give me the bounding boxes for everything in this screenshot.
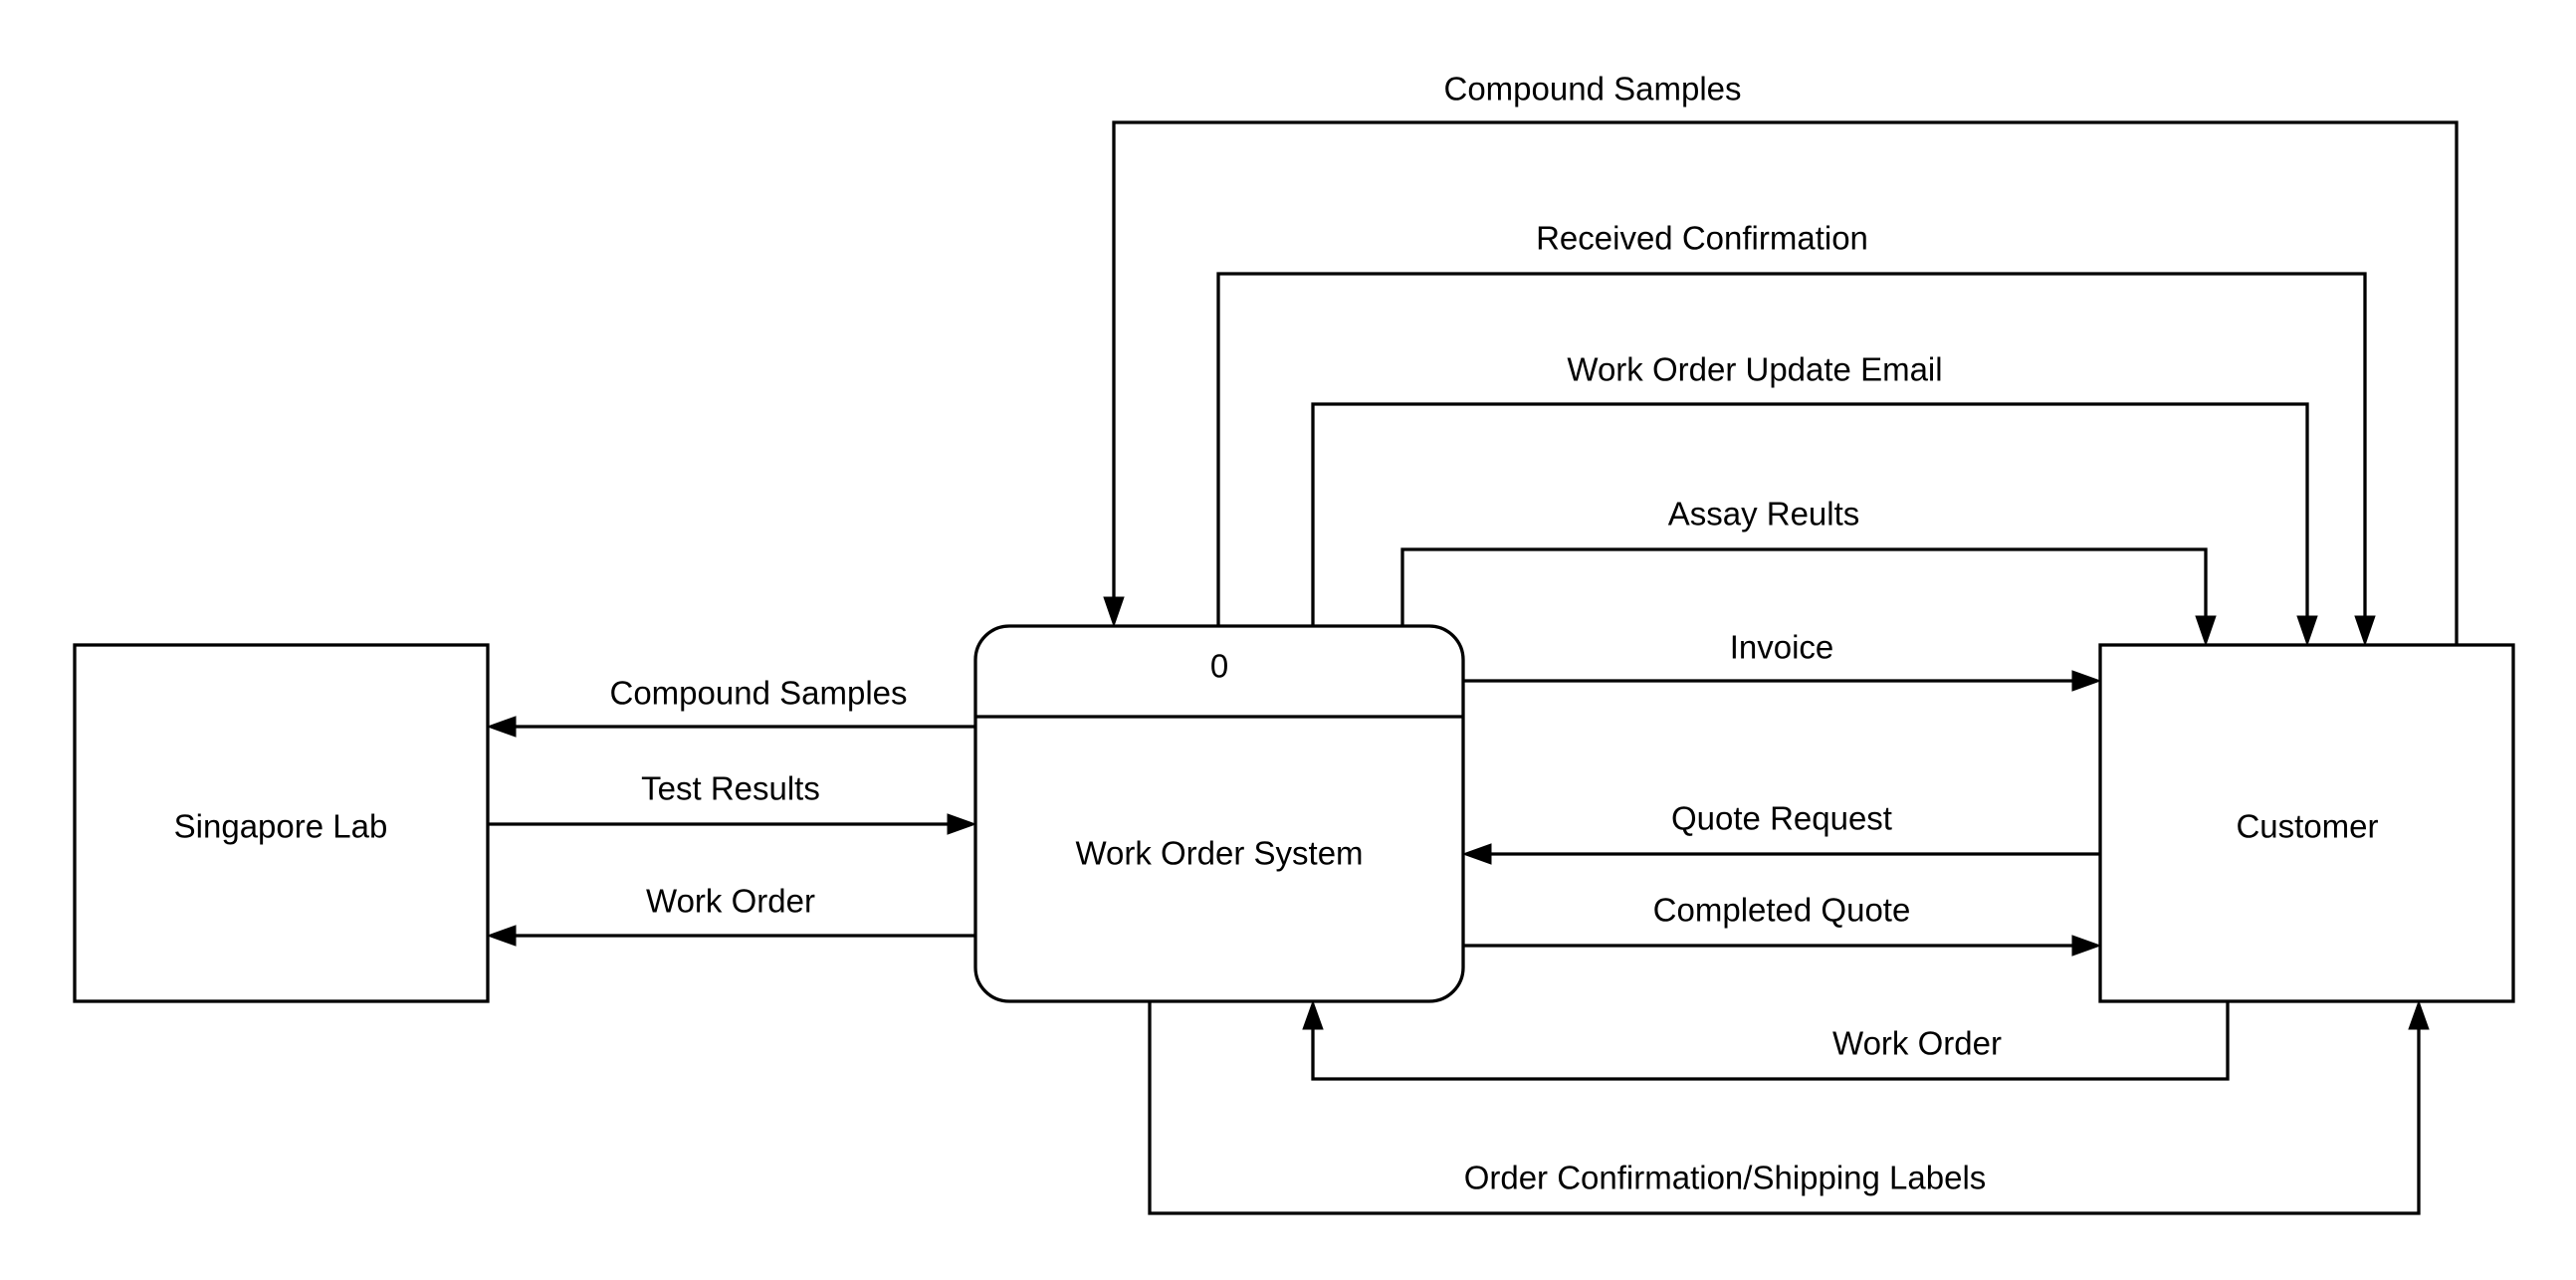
flow-quote-request: Quote Request [1461, 800, 2100, 865]
flow-line [1216, 272, 2367, 626]
customer-label: Customer [2236, 808, 2378, 845]
work-order-system-process: 0 Work Order System [973, 624, 1465, 1003]
flow-label: Quote Request [1671, 800, 1892, 837]
flow-label: Order Confirmation/Shipping Labels [1464, 1160, 1987, 1196]
flow-test-results: Test Results [488, 770, 977, 835]
process-number: 0 [1210, 648, 1228, 685]
flow-label: Test Results [641, 770, 820, 807]
arrowhead [947, 813, 977, 835]
flow-line [1311, 402, 2309, 626]
singapore-lab-entity: Singapore Lab [73, 643, 490, 1003]
arrowhead [1461, 843, 1492, 865]
customer-box [2098, 643, 2515, 1003]
singapore-lab-label: Singapore Lab [174, 808, 388, 845]
flow-line [1311, 1001, 2230, 1081]
flow-compound-samples-top: Compound Samples [1103, 71, 2459, 645]
arrowhead [1103, 596, 1125, 628]
flow-label: Compound Samples [1444, 71, 1742, 107]
flow-label: Work Order [646, 883, 815, 920]
flow-label: Completed Quote [1653, 892, 1911, 929]
flow-label: Assay Reults [1668, 496, 1860, 533]
flow-invoice: Invoice [1463, 629, 2102, 692]
arrowhead [2408, 999, 2430, 1030]
arrowhead [2195, 615, 2217, 647]
flow-line [1400, 547, 2208, 626]
flow-order-confirmation-shipping: Order Confirmation/Shipping Labels [1148, 999, 2430, 1215]
flow-label: Work Order Update Email [1567, 351, 1942, 388]
process-name: Work Order System [1075, 835, 1363, 872]
arrowhead [2296, 615, 2318, 647]
arrowhead [486, 716, 517, 738]
arrowhead [2071, 670, 2102, 692]
customer-entity: Customer [2098, 643, 2515, 1003]
flow-label: Received Confirmation [1536, 220, 1868, 257]
flow-work-order-to-lab: Work Order [486, 883, 975, 947]
flow-received-confirmation: Received Confirmation [1216, 220, 2376, 647]
flow-label: Invoice [1730, 629, 1834, 666]
flow-line [1112, 120, 2459, 645]
arrowhead [1302, 999, 1324, 1030]
arrowhead [2071, 935, 2102, 957]
singapore-lab-box [73, 643, 490, 1003]
flow-label: Compound Samples [610, 675, 908, 712]
arrowhead [486, 925, 517, 947]
flow-label: Work Order [1832, 1025, 2002, 1062]
arrowhead [2354, 615, 2376, 647]
flow-completed-quote: Completed Quote [1463, 892, 2102, 957]
flow-line [1148, 1001, 2421, 1215]
flow-assay-results: Assay Reults [1400, 496, 2217, 647]
flow-compound-samples-to-lab: Compound Samples [486, 675, 975, 738]
flow-work-order-from-customer: Work Order [1302, 999, 2230, 1081]
flow-work-order-update-email: Work Order Update Email [1311, 351, 2318, 647]
